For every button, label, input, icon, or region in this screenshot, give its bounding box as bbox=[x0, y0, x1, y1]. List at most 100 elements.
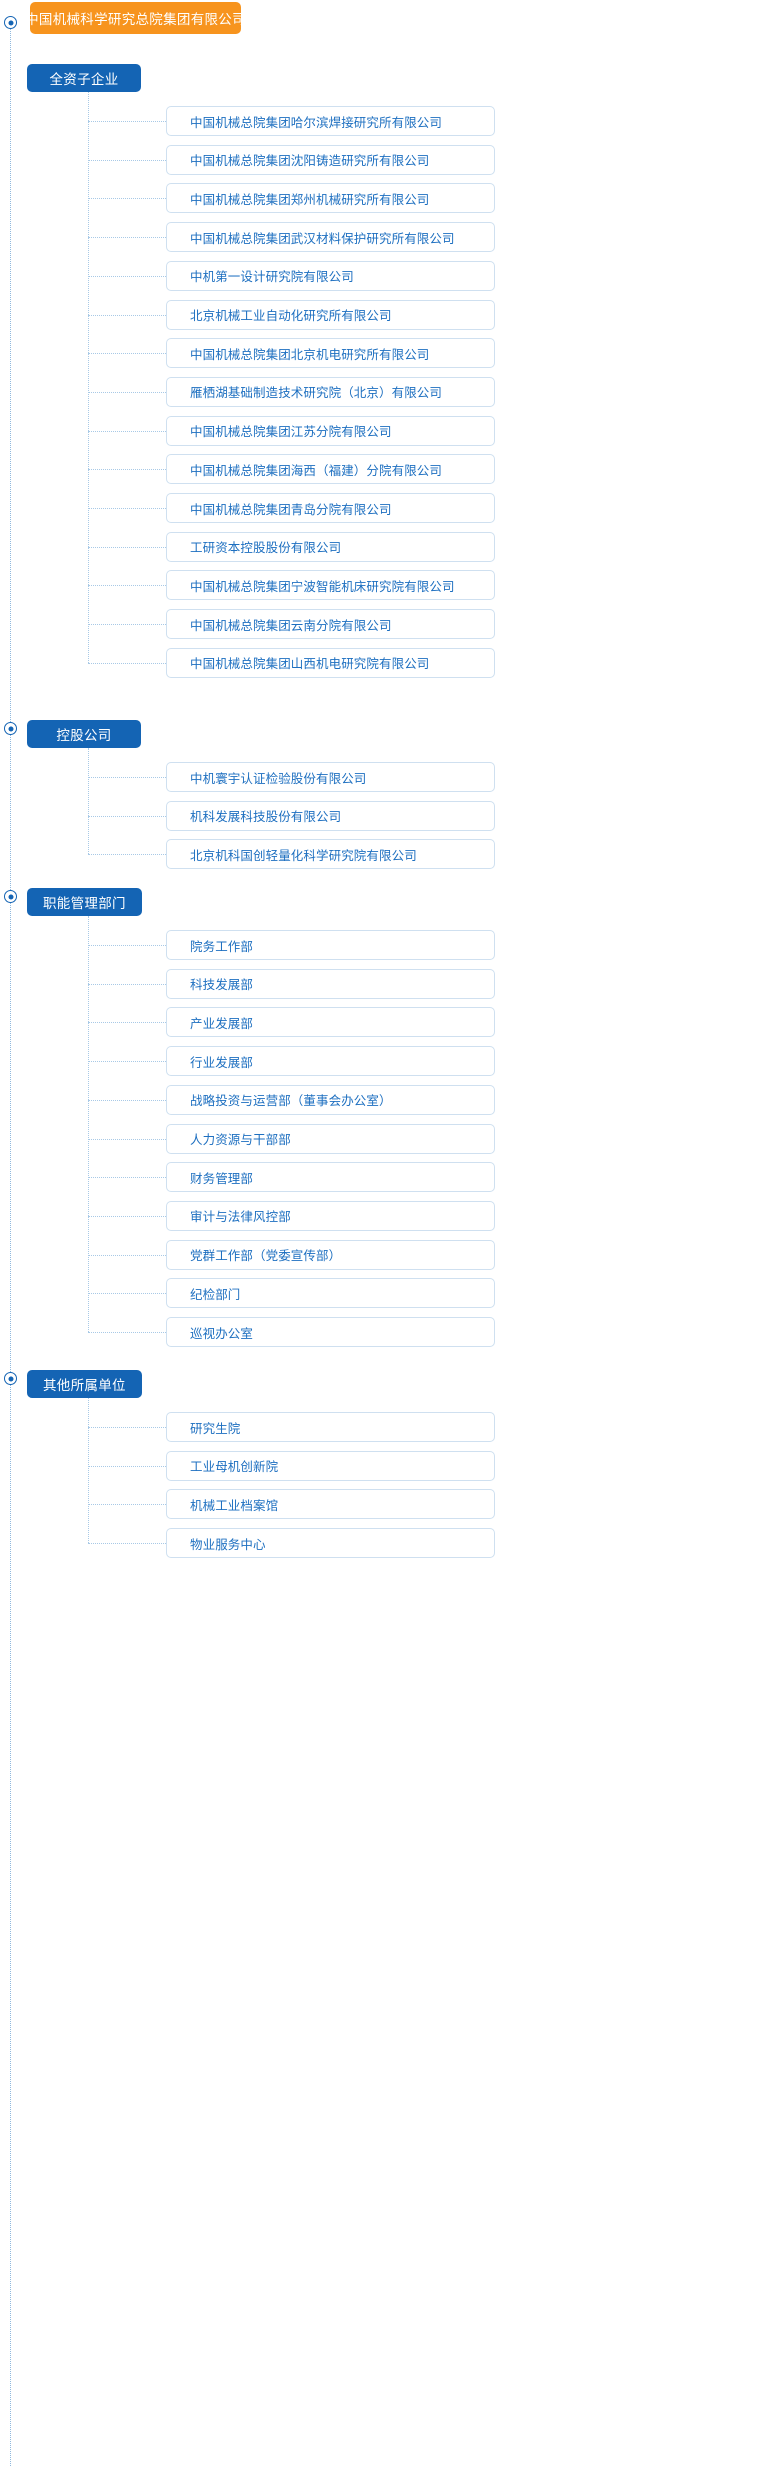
org-item-card[interactable]: 中机第一设计研究院有限公司 bbox=[166, 260, 495, 291]
org-item-card[interactable]: 巡视办公室 bbox=[166, 1317, 495, 1347]
org-item-card[interactable]: 中国机械总院集团北京机电研究所有限公司 bbox=[166, 338, 495, 369]
org-item-card[interactable]: 北京机科国创轻量化科学研究院有限公司 bbox=[166, 839, 495, 870]
org-item-card[interactable]: 研究生院 bbox=[166, 1412, 495, 1442]
org-item-row: 中国机械总院集团江苏分院有限公司 bbox=[88, 415, 495, 446]
section-header-4[interactable]: 其他所属单位 bbox=[27, 1370, 142, 1398]
item-connector-line bbox=[88, 1332, 166, 1333]
item-connector-line bbox=[88, 1099, 166, 1101]
org-item-label: 中国机械总院集团江苏分院有限公司 bbox=[190, 425, 392, 440]
item-connector-line bbox=[88, 585, 166, 587]
org-item-card[interactable]: 中国机械总院集团云南分院有限公司 bbox=[166, 609, 495, 640]
org-item-card[interactable]: 产业发展部 bbox=[166, 1007, 495, 1038]
org-item-label: 中国机械总院集团宁波智能机床研究院有限公司 bbox=[190, 579, 455, 594]
org-item-card[interactable]: 中机寰宇认证检验股份有限公司 bbox=[166, 762, 495, 792]
org-item-row: 人力资源与干部部 bbox=[88, 1123, 495, 1154]
org-item-card[interactable]: 雁栖湖基础制造技术研究院（北京）有限公司 bbox=[166, 376, 495, 407]
org-item-label: 中国机械总院集团武汉材料保护研究所有限公司 bbox=[190, 231, 455, 246]
org-item-card[interactable]: 审计与法律风控部 bbox=[166, 1200, 495, 1231]
item-connector-line bbox=[88, 237, 166, 239]
org-item-label: 雁栖湖基础制造技术研究院（北京）有限公司 bbox=[190, 386, 443, 401]
org-item-card[interactable]: 财务管理部 bbox=[166, 1162, 495, 1193]
org-item-card[interactable]: 机械工业档案馆 bbox=[166, 1489, 495, 1520]
section-header-1[interactable]: 全资子企业 bbox=[27, 64, 141, 92]
org-item-card[interactable]: 纪检部门 bbox=[166, 1278, 495, 1309]
org-item-row: 工研资本控股股份有限公司 bbox=[88, 531, 495, 562]
org-item-card[interactable]: 工业母机创新院 bbox=[166, 1450, 495, 1481]
item-connector-line bbox=[88, 546, 166, 548]
org-item-row: 审计与法律风控部 bbox=[88, 1200, 495, 1231]
org-item-row: 中机寰宇认证检验股份有限公司 bbox=[88, 762, 495, 792]
trunk-connector-line bbox=[10, 26, 11, 2466]
org-item-row: 科技发展部 bbox=[88, 968, 495, 999]
item-connector-line bbox=[88, 391, 166, 393]
item-connector-line bbox=[88, 983, 166, 985]
org-item-label: 党群工作部（党委宣传部） bbox=[190, 1249, 342, 1264]
org-item-label: 中国机械总院集团山西机电研究院有限公司 bbox=[190, 657, 430, 672]
org-item-card[interactable]: 党群工作部（党委宣传部） bbox=[166, 1239, 495, 1270]
item-connector-line bbox=[88, 430, 166, 432]
item-connector-line bbox=[88, 1254, 166, 1256]
org-item-card[interactable]: 中国机械总院集团哈尔滨焊接研究所有限公司 bbox=[166, 106, 495, 136]
org-item-label: 工研资本控股股份有限公司 bbox=[190, 541, 342, 556]
org-item-label: 中国机械总院集团沈阳铸造研究所有限公司 bbox=[190, 154, 430, 169]
section-branch-line bbox=[88, 1398, 89, 1544]
org-item-row: 巡视办公室 bbox=[88, 1317, 495, 1347]
org-item-row: 党群工作部（党委宣传部） bbox=[88, 1239, 495, 1270]
section-header-label: 其他所属单位 bbox=[43, 1378, 126, 1393]
org-item-row: 中国机械总院集团青岛分院有限公司 bbox=[88, 493, 495, 523]
org-item-card[interactable]: 中国机械总院集团青岛分院有限公司 bbox=[166, 493, 495, 523]
org-item-card[interactable]: 中国机械总院集团沈阳铸造研究所有限公司 bbox=[166, 144, 495, 175]
item-connector-line bbox=[88, 1293, 166, 1295]
org-item-card[interactable]: 人力资源与干部部 bbox=[166, 1123, 495, 1154]
org-item-card[interactable]: 行业发展部 bbox=[166, 1046, 495, 1077]
item-connector-line bbox=[88, 815, 166, 817]
org-item-label: 研究生院 bbox=[190, 1421, 241, 1436]
org-item-label: 工业母机创新院 bbox=[190, 1460, 279, 1475]
item-connector-line bbox=[88, 1022, 166, 1024]
org-item-card[interactable]: 中国机械总院集团宁波智能机床研究院有限公司 bbox=[166, 570, 495, 601]
org-item-label: 战略投资与运营部（董事会办公室） bbox=[190, 1094, 392, 1109]
org-item-label: 巡视办公室 bbox=[190, 1326, 254, 1341]
org-item-label: 行业发展部 bbox=[190, 1055, 254, 1070]
org-item-card[interactable]: 物业服务中心 bbox=[166, 1528, 495, 1559]
item-connector-line bbox=[88, 1504, 166, 1506]
section-branch-line bbox=[88, 748, 89, 855]
org-item-card[interactable]: 中国机械总院集团海西（福建）分院有限公司 bbox=[166, 454, 495, 485]
org-item-card[interactable]: 中国机械总院集团武汉材料保护研究所有限公司 bbox=[166, 222, 495, 253]
item-connector-line bbox=[88, 314, 166, 316]
section-header-3[interactable]: 职能管理部门 bbox=[27, 888, 142, 916]
org-item-card[interactable]: 战略投资与运营部（董事会办公室） bbox=[166, 1084, 495, 1115]
org-item-card[interactable]: 工研资本控股股份有限公司 bbox=[166, 531, 495, 562]
org-item-card[interactable]: 科技发展部 bbox=[166, 968, 495, 999]
section-header-2[interactable]: 控股公司 bbox=[27, 720, 141, 748]
section-branch-line bbox=[88, 92, 89, 663]
org-item-label: 机科发展科技股份有限公司 bbox=[190, 810, 342, 825]
org-item-row: 战略投资与运营部（董事会办公室） bbox=[88, 1084, 495, 1115]
org-item-label: 院务工作部 bbox=[190, 939, 254, 954]
org-item-row: 机械工业档案馆 bbox=[88, 1489, 495, 1520]
org-item-label: 中国机械总院集团海西（福建）分院有限公司 bbox=[190, 463, 443, 478]
item-connector-line bbox=[88, 854, 166, 856]
org-item-label: 物业服务中心 bbox=[190, 1537, 266, 1552]
org-item-card[interactable]: 中国机械总院集团山西机电研究院有限公司 bbox=[166, 647, 495, 678]
item-connector-line bbox=[88, 1061, 166, 1063]
org-item-row: 物业服务中心 bbox=[88, 1528, 495, 1559]
org-item-card[interactable]: 中国机械总院集团江苏分院有限公司 bbox=[166, 415, 495, 446]
trunk-node-marker bbox=[4, 1372, 17, 1385]
org-item-label: 中机第一设计研究院有限公司 bbox=[190, 270, 354, 285]
section-header-label: 职能管理部门 bbox=[43, 896, 126, 911]
item-connector-line bbox=[88, 1138, 166, 1140]
item-connector-line bbox=[88, 159, 166, 161]
org-item-card[interactable]: 中国机械总院集团郑州机械研究所有限公司 bbox=[166, 183, 495, 214]
org-item-card[interactable]: 北京机械工业自动化研究所有限公司 bbox=[166, 299, 495, 330]
org-item-row: 中国机械总院集团山西机电研究院有限公司 bbox=[88, 647, 495, 678]
item-connector-line bbox=[88, 198, 166, 200]
org-item-row: 院务工作部 bbox=[88, 930, 495, 960]
org-item-card[interactable]: 机科发展科技股份有限公司 bbox=[166, 800, 495, 831]
org-item-card[interactable]: 院务工作部 bbox=[166, 930, 495, 960]
trunk-node-marker bbox=[4, 16, 17, 29]
org-item-label: 中国机械总院集团云南分院有限公司 bbox=[190, 618, 392, 633]
root-node[interactable]: 中国机械科学研究总院集团有限公司 bbox=[25, 2, 246, 34]
item-connector-line bbox=[88, 508, 166, 509]
item-connector-line bbox=[88, 121, 166, 122]
